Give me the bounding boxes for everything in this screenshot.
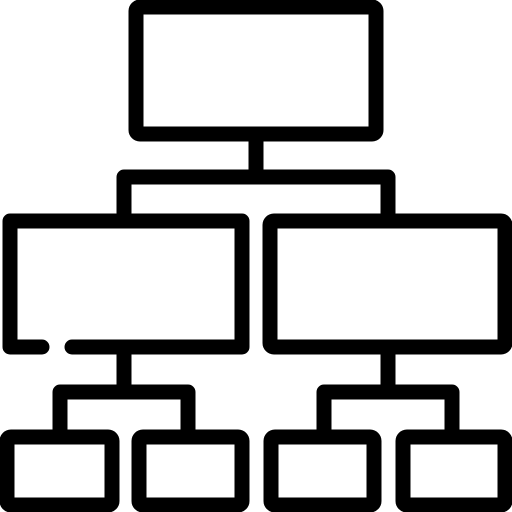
node-box-root (128, 0, 384, 142)
connector-left-to-children (52, 340, 196, 438)
connector-root-to-children (116, 127, 396, 221)
node-box-right (262, 213, 512, 355)
connector-right-to-children (316, 340, 460, 438)
node-box-left-left (0, 429, 120, 512)
connectors (52, 127, 460, 438)
node-box-left (2, 213, 250, 355)
node-box-right-right (395, 429, 512, 512)
node-box-left-right (131, 429, 250, 512)
node-box-right-left (263, 429, 382, 512)
